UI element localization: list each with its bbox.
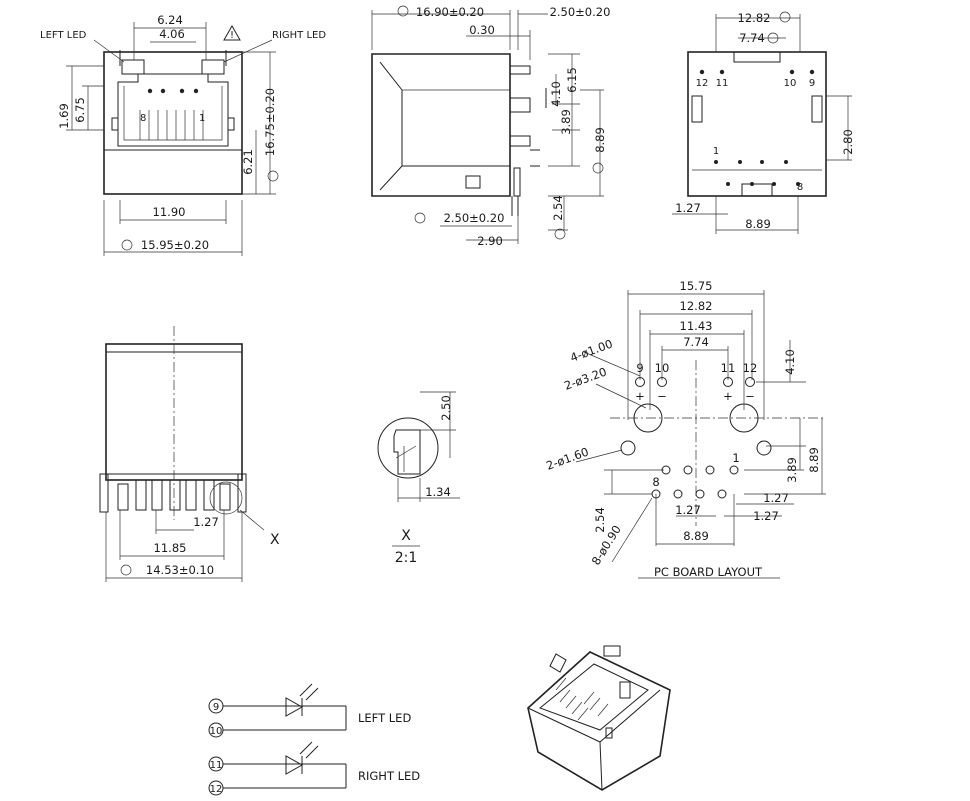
pcb-dim-3-89: 3.89 — [785, 457, 799, 483]
pcb-pin-8: 8 — [652, 475, 659, 489]
pcb-plus-left: + — [635, 389, 645, 403]
sch-right-led-label: RIGHT LED — [358, 769, 420, 783]
pcb-dim-1-27-a: 1.27 — [763, 491, 789, 505]
pcb-pin-11: 11 — [721, 361, 736, 375]
sch-pin-9: 9 — [213, 702, 219, 713]
pcb-minus-left: − — [657, 389, 667, 403]
pcb-dim-4-10: 4.10 — [783, 349, 797, 375]
pcb-dim-7-74: 7.74 — [683, 335, 709, 349]
dim-0-30: 0.30 — [469, 23, 495, 37]
sch-left-led-label: LEFT LED — [358, 711, 411, 725]
rear-view: 1.27 11.85 14.53±0.10 X — [99, 326, 280, 582]
detail-x-scale: 2:1 — [395, 550, 418, 566]
front-view: ! LEFT LED RIGHT LED 6.24 4.06 11.90 15.… — [40, 13, 326, 256]
dim-2-50-bottom: 2.50±0.20 — [444, 211, 505, 225]
pcb-pin-1: 1 — [732, 451, 739, 465]
side-view: 16.90±0.20 2.50±0.20 0.30 6.15 4.10 3.89… — [371, 5, 611, 248]
dim-1-34: 1.34 — [425, 485, 451, 499]
pin-label-9: 9 — [809, 78, 815, 89]
pcb-pin-12: 12 — [743, 361, 758, 375]
dim-1-69: 1.69 — [57, 103, 71, 129]
dim-8-89: 8.89 — [745, 217, 771, 231]
pin-label-12: 12 — [696, 78, 709, 89]
pcb-layout: 15.75 12.82 11.43 7.74 4-ø1.00 2-ø3.20 2… — [544, 279, 826, 579]
hole-note-big: 2-ø3.20 — [562, 365, 608, 393]
dim-2-90: 2.90 — [477, 234, 503, 248]
sch-pin-12: 12 — [210, 784, 223, 795]
pcb-dim-11-43: 11.43 — [680, 319, 713, 333]
pcb-layout-title: PC BOARD LAYOUT — [654, 565, 763, 579]
pcb-dim-12-82: 12.82 — [680, 299, 713, 313]
dim-4-10: 4.10 — [549, 81, 563, 107]
sch-pin-10: 10 — [210, 726, 223, 737]
dim-11-85: 11.85 — [154, 541, 187, 555]
dim-7-74: 7.74 — [739, 31, 765, 45]
dim-1-27: 1.27 — [193, 515, 219, 529]
pcb-minus-right: − — [745, 389, 755, 403]
pcb-plus-right: + — [723, 389, 733, 403]
led-schematic: 9 10 11 12 LEFT LED RIGHT LED — [208, 683, 420, 796]
bottom-view: 12.82 7.74 12 11 10 9 2.80 1.27 8.89 1 8 — [672, 11, 855, 234]
pin-8-label: 8 — [797, 182, 803, 193]
pcb-dim-8-89-w: 8.89 — [683, 529, 709, 543]
dim-16-90: 16.90±0.20 — [416, 5, 484, 19]
dim-15-95: 15.95±0.20 — [141, 238, 209, 252]
pin-1-label: 1 — [199, 113, 205, 124]
pin-label-11: 11 — [716, 78, 729, 89]
hole-note-mid: 2-ø1.60 — [544, 445, 590, 473]
pcb-pin-10: 10 — [655, 361, 670, 375]
dim-14-53: 14.53±0.10 — [146, 563, 214, 577]
pcb-dim-1-27-b: 1.27 — [675, 503, 701, 517]
pcb-pin-9: 9 — [636, 361, 643, 375]
dim-2-54: 2.54 — [551, 195, 565, 221]
pin-1-label: 1 — [713, 146, 719, 157]
dim-11-90: 11.90 — [153, 205, 186, 219]
dim-2-50: 2.50 — [439, 395, 453, 421]
pcb-dim-15-75: 15.75 — [680, 279, 713, 293]
sch-pin-11: 11 — [210, 760, 223, 771]
detail-x: 2.50 1.34 X 2:1 — [377, 391, 460, 566]
pcb-dim-2-54: 2.54 — [593, 507, 607, 533]
pin-8-label: 8 — [140, 113, 146, 124]
dim-6-75: 6.75 — [73, 97, 87, 123]
dim-6-24: 6.24 — [157, 13, 183, 27]
detail-x-ref: X — [270, 532, 280, 548]
dim-16-75: 16.75±0.20 — [263, 88, 277, 156]
pcb-dim-1-27-c: 1.27 — [753, 509, 779, 523]
dim-3-89: 3.89 — [559, 109, 573, 135]
dim-12-82: 12.82 — [738, 11, 771, 25]
left-led-label: LEFT LED — [40, 30, 87, 41]
pcb-dim-8-89: 8.89 — [807, 447, 821, 473]
dim-2-80: 2.80 — [841, 129, 855, 155]
detail-x-title: X — [401, 528, 411, 544]
dim-8-89: 8.89 — [593, 127, 607, 153]
hole-note-led: 4-ø1.00 — [568, 337, 614, 365]
dim-4-06: 4.06 — [159, 27, 185, 41]
dim-6-15: 6.15 — [565, 67, 579, 93]
warning-icon: ! — [230, 30, 234, 41]
dim-6-21: 6.21 — [241, 149, 255, 175]
pin-label-10: 10 — [784, 78, 797, 89]
dim-1-27: 1.27 — [675, 201, 701, 215]
right-led-label: RIGHT LED — [272, 30, 326, 41]
isometric-view — [527, 645, 671, 791]
dim-2-50-top: 2.50±0.20 — [550, 5, 611, 19]
